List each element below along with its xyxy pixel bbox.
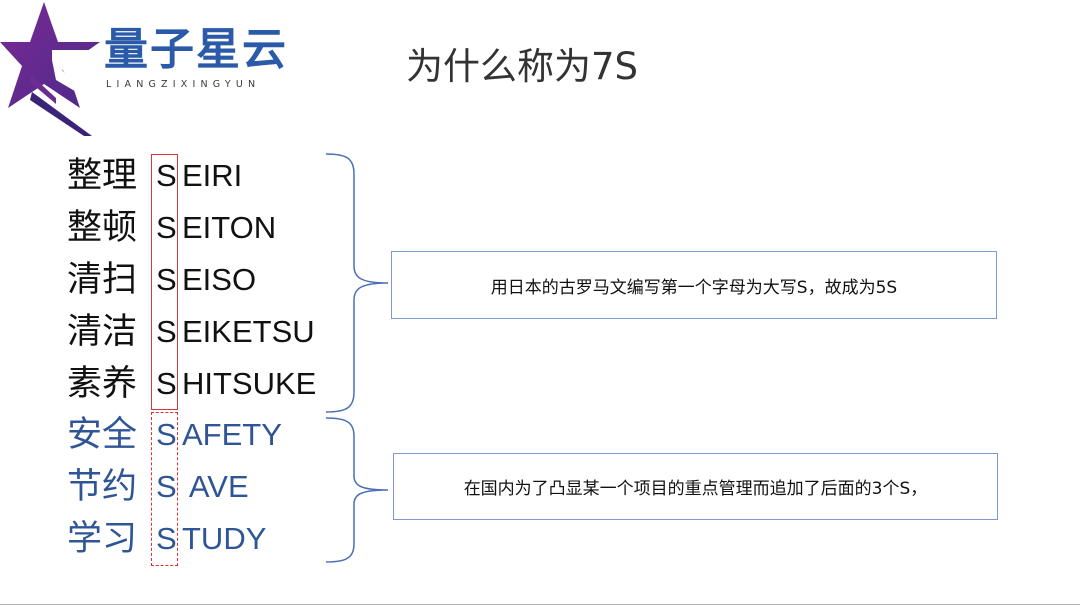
page-title: 为什么称为7S <box>406 45 639 88</box>
row-chinese: 安全 <box>67 415 138 455</box>
row-s-letter: S <box>156 262 177 297</box>
row-chinese: 节约 <box>67 467 138 507</box>
s-highlight-box-dashed <box>151 412 178 566</box>
right-brace-icon <box>325 417 389 563</box>
logo-name: 量子星云 <box>104 24 288 75</box>
row-s-letter: S <box>156 417 177 452</box>
row-romaji: EIKETSU <box>182 314 315 349</box>
right-brace-icon <box>325 153 389 413</box>
s-highlight-box-solid <box>151 154 178 410</box>
row-s-letter: S <box>156 366 177 401</box>
note-text: 在国内为了凸显某一个项目的重点管理而追加了后面的3个S， <box>463 479 928 499</box>
bottom-divider <box>0 604 1080 605</box>
row-chinese: 素养 <box>67 364 138 404</box>
row-romaji: EISO <box>182 262 257 297</box>
row-s-letter: S <box>156 314 177 349</box>
logo-subtitle: LIANGZIXINGYUN <box>106 79 261 90</box>
row-romaji: HITSUKE <box>182 366 317 401</box>
row-s-letter: S <box>156 469 177 504</box>
row-chinese: 整顿 <box>67 208 138 248</box>
row-romaji: EITON <box>182 210 277 245</box>
note-box-3s: 在国内为了凸显某一个项目的重点管理而追加了后面的3个S， <box>393 453 998 520</box>
row-chinese: 整理 <box>67 156 138 196</box>
row-s-letter: S <box>156 521 177 556</box>
note-box-5s: 用日本的古罗马文编写第一个字母为大写S，故成为5S <box>391 251 997 319</box>
row-romaji: AFETY <box>182 417 282 452</box>
row-s-letter: S <box>156 158 177 193</box>
row-s-letter: S <box>156 210 177 245</box>
note-text: 用日本的古罗马文编写第一个字母为大写S，故成为5S <box>490 277 898 298</box>
row-chinese: 清扫 <box>67 260 138 300</box>
row-chinese: 学习 <box>67 519 138 559</box>
row-romaji: AVE <box>182 469 249 504</box>
star-logo-icon <box>0 2 100 136</box>
row-chinese: 清洁 <box>67 312 138 352</box>
row-romaji: EIRI <box>182 158 243 193</box>
row-romaji: TUDY <box>182 521 267 556</box>
